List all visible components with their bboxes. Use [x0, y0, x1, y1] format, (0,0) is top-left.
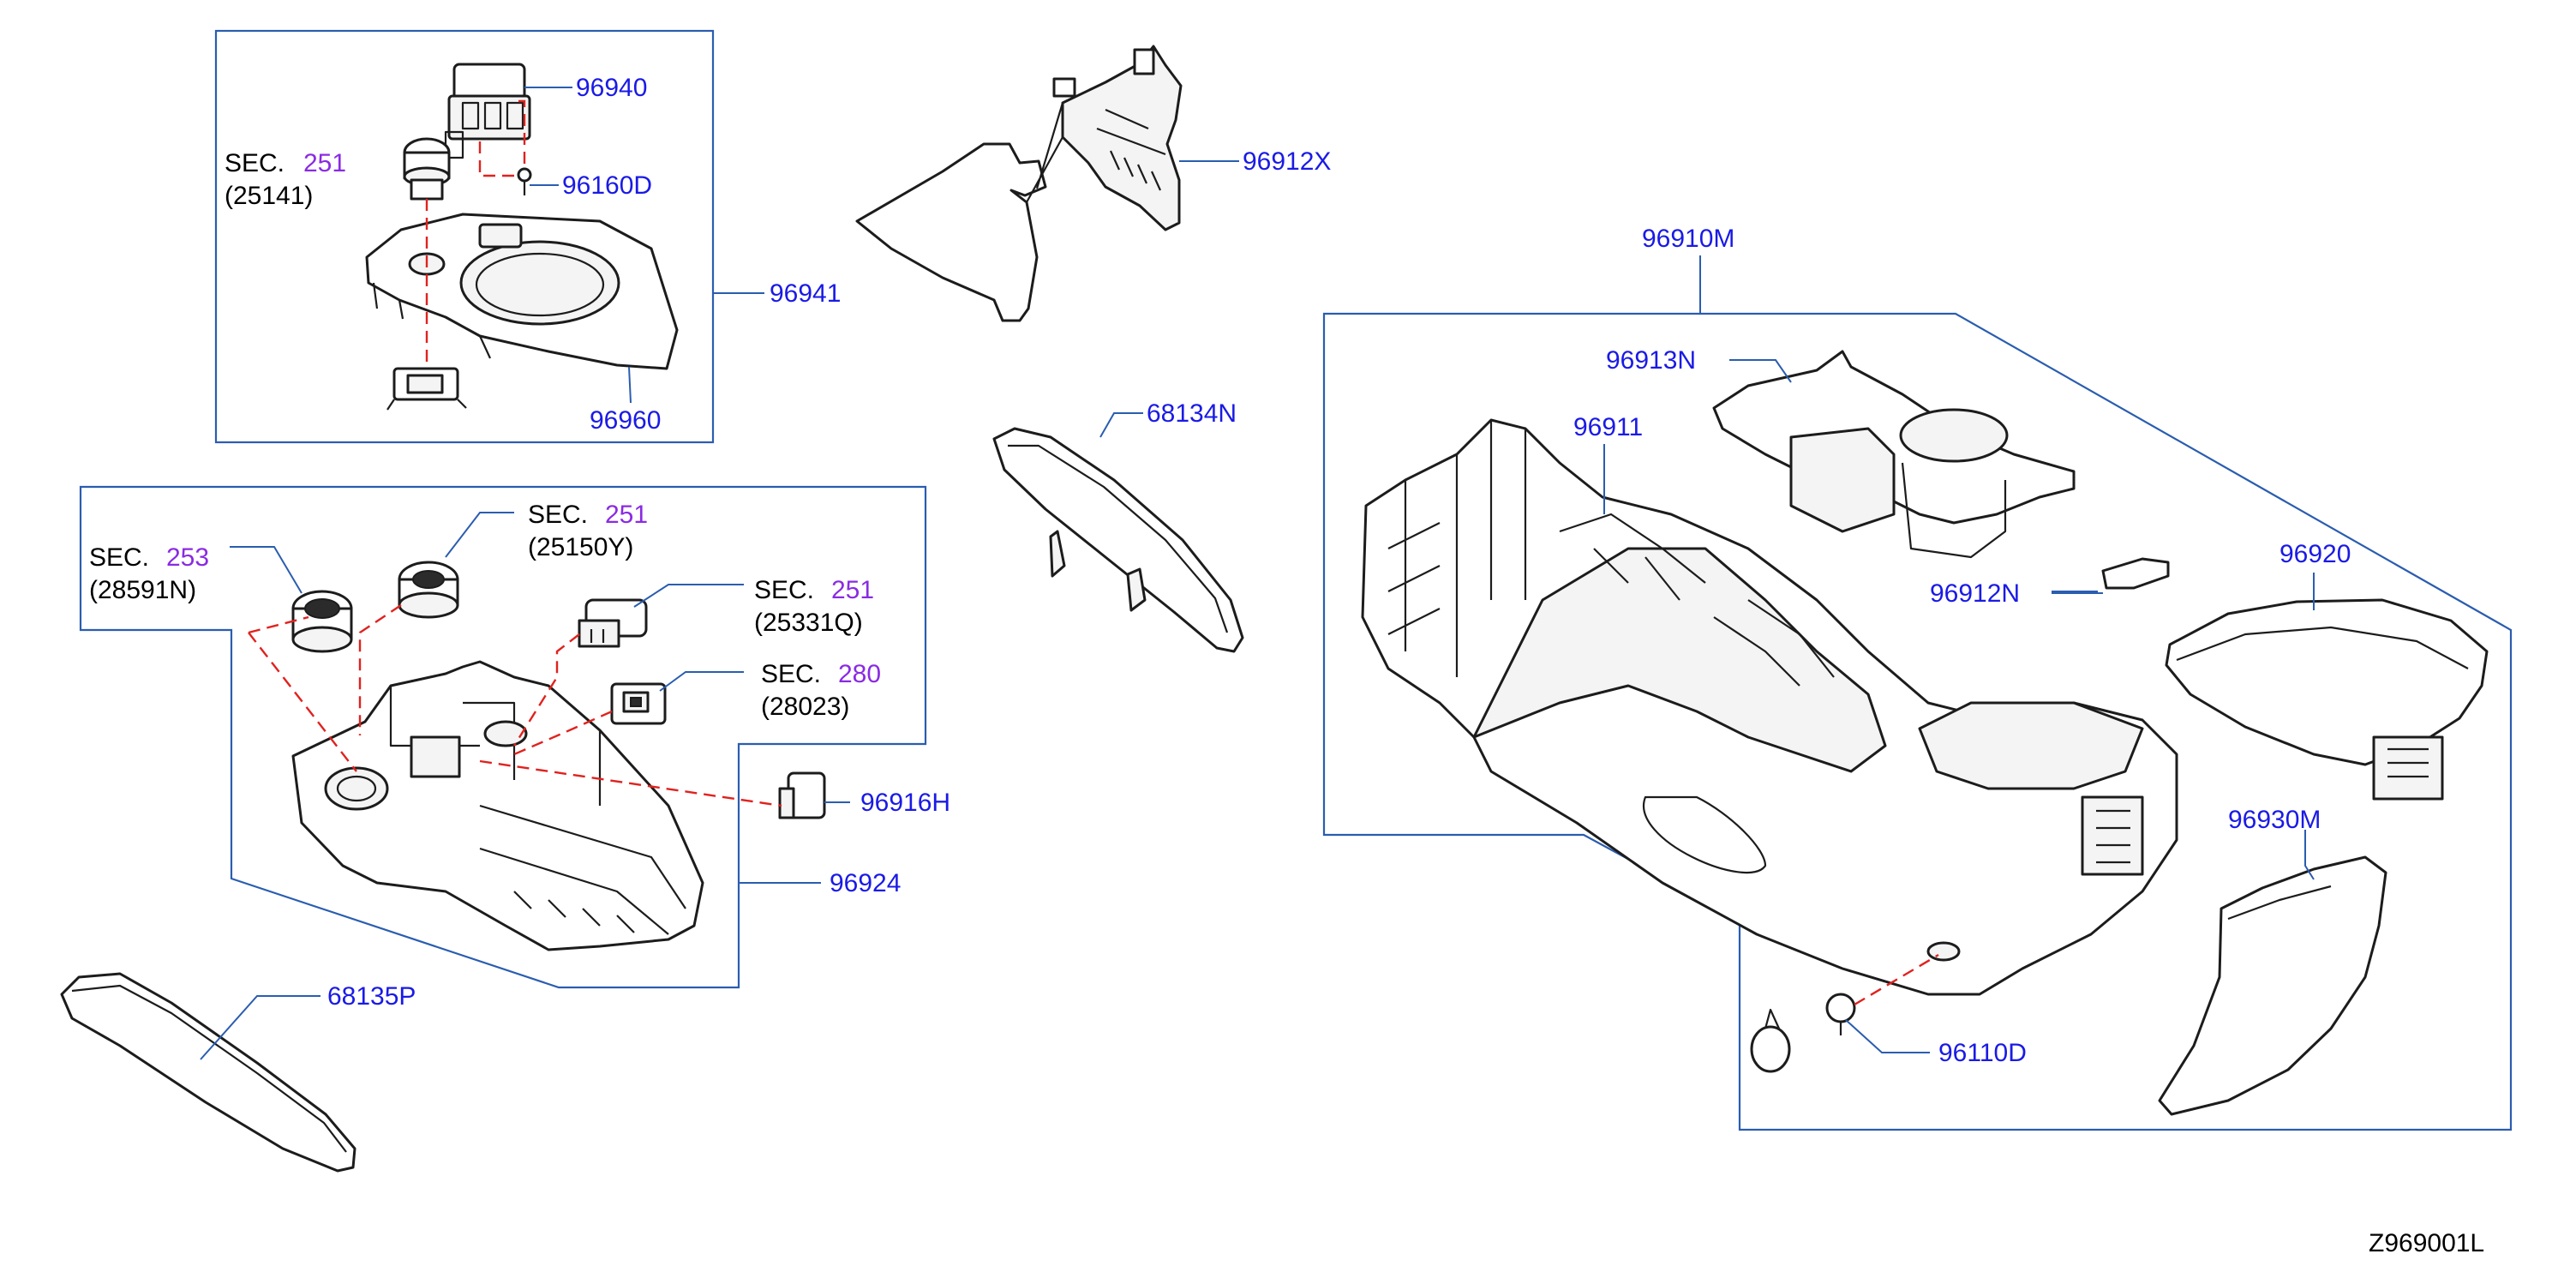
sec-label-3-prefix: SEC.: [89, 543, 149, 572]
cap-96916H-drawing: [778, 771, 826, 819]
dashed-line-25331Q: [512, 633, 580, 747]
bracket-96960-drawing: [386, 367, 467, 411]
sec-label-4-prefix: SEC.: [754, 576, 814, 604]
sec-label-5-prefix: SEC.: [761, 660, 821, 688]
leader-68135P: [200, 995, 321, 1060]
label-96960[interactable]: 96960: [590, 406, 661, 435]
dashed-line-28591N: [248, 615, 357, 772]
finisher-96924-drawing: [291, 660, 704, 951]
label-96160D[interactable]: 96160D: [562, 171, 652, 200]
label-96913N[interactable]: 96913N: [1606, 346, 1696, 375]
leader-28023: [659, 671, 744, 692]
label-96912N[interactable]: 96912N: [1930, 579, 2020, 608]
clip-96110D-drawing: [1825, 993, 1856, 1035]
label-96940[interactable]: 96940: [576, 74, 647, 102]
switch-25150Y-drawing: [398, 561, 459, 619]
sec-label-4-part: (25331Q): [754, 609, 863, 637]
switch-28023-drawing: [610, 682, 667, 725]
switch-28591N-drawing: [291, 590, 353, 653]
label-96910M[interactable]: 96910M: [1642, 225, 1734, 253]
armrest-96920-drawing: [2165, 598, 2489, 801]
label-96941[interactable]: 96941: [770, 279, 841, 308]
leader-96960: [628, 366, 632, 404]
label-68135P[interactable]: 68135P: [327, 982, 416, 1011]
console-body-96911-drawing: [1361, 418, 2178, 996]
label-96916H[interactable]: 96916H: [860, 789, 950, 817]
sec-label-5-part: (28023): [761, 693, 849, 721]
sec-label-2-part: (25150Y): [528, 533, 633, 561]
leader-96110D: [1845, 1019, 1930, 1053]
leader-28591N: [230, 546, 303, 594]
sec-label-4-section[interactable]: 251: [831, 576, 874, 604]
clip-96912N-drawing: [2101, 557, 2170, 590]
switch-25141-drawing: [403, 137, 451, 201]
sec-label-1-part: (25141): [225, 182, 313, 210]
switch-96940-drawing: [444, 63, 531, 159]
finisher-96941-drawing: [365, 213, 679, 370]
leader-96930M: [2304, 830, 2315, 880]
leader-68134N: [1099, 412, 1143, 438]
grommet-drawing: [1750, 1008, 1791, 1073]
label-68134N[interactable]: 68134N: [1147, 399, 1237, 428]
label-96912X[interactable]: 96912X: [1243, 147, 1331, 176]
group-frame-96910M: [1322, 312, 2513, 1131]
dashed-line-96110D: [1854, 953, 1939, 1006]
group-frame-96924: [79, 485, 927, 989]
sec-label-3-part: (28591N): [89, 576, 196, 604]
cover-68134N-drawing: [992, 427, 1244, 653]
dashed-line-96940-right: [518, 99, 526, 170]
bracket-96912X-drawing: [855, 45, 1183, 322]
dashed-line-25150Y: [358, 604, 402, 735]
label-96924[interactable]: 96924: [830, 869, 901, 897]
sec-label-3-section[interactable]: 253: [166, 543, 209, 572]
sec-label-1-prefix: SEC.: [225, 149, 285, 177]
leader-25150Y: [445, 512, 514, 558]
label-96110D[interactable]: 96110D: [1938, 1039, 2027, 1067]
label-96911[interactable]: 96911: [1573, 413, 1643, 441]
sec-label-5-section[interactable]: 280: [838, 660, 881, 688]
group-frame-96941: [214, 29, 715, 444]
cover-96930M-drawing: [2158, 855, 2387, 1116]
switch-25331Q-drawing: [578, 598, 648, 648]
drawing-code: Z969001L: [2369, 1229, 2484, 1257]
label-96930M[interactable]: 96930M: [2228, 806, 2321, 834]
dashed-line-96940: [478, 141, 514, 177]
leader-25331Q: [633, 584, 744, 608]
finisher-96913N-drawing: [1712, 350, 2076, 559]
screw-96160D-drawing: [517, 167, 532, 195]
dashed-line-96916H: [479, 759, 782, 807]
sec-label-2-prefix: SEC.: [528, 501, 588, 529]
sec-label-2-section[interactable]: 251: [605, 501, 648, 529]
label-96920[interactable]: 96920: [2279, 540, 2351, 568]
sec-label-1-section[interactable]: 251: [303, 149, 346, 177]
armrest-68135P-drawing: [60, 972, 356, 1173]
leader-96913N: [1729, 359, 1792, 383]
